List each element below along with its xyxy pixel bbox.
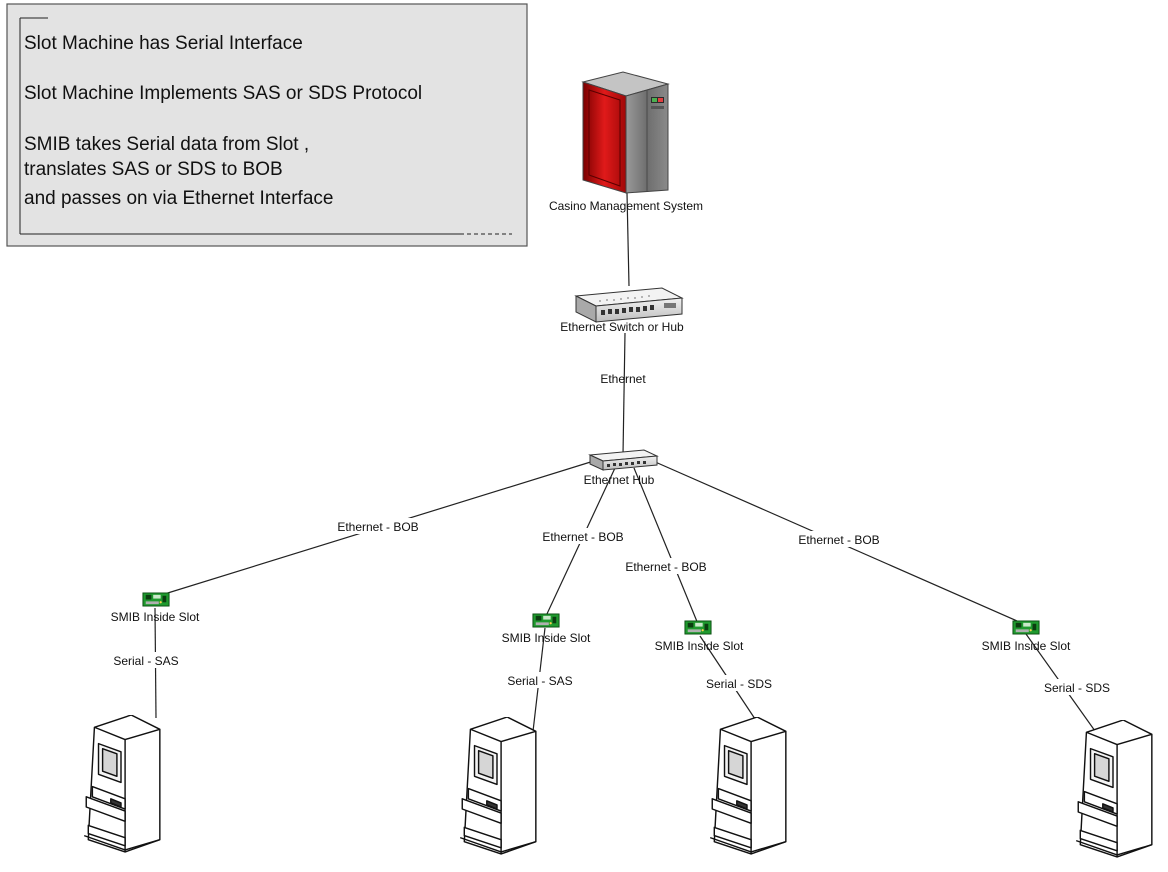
smib-board-icon-2	[532, 613, 560, 628]
note-line-3: SMIB takes Serial data from Slot ,	[24, 134, 309, 155]
branch-1-link-label: Ethernet - BOB	[337, 520, 418, 534]
branch-4-link-label: Ethernet - BOB	[798, 533, 879, 547]
smib-board-icon-3	[684, 620, 712, 635]
link-hub-smib-3	[633, 467, 699, 625]
smib-3-label: SMIB Inside Slot	[655, 639, 744, 653]
link-server-switch	[626, 192, 630, 287]
slot-machine-icon-4	[1075, 720, 1153, 858]
note-line-2: Slot Machine Implements SAS or SDS Proto…	[24, 83, 422, 104]
slot-machine-icon-2	[459, 717, 537, 855]
branch-2-link-label: Ethernet - BOB	[542, 530, 623, 544]
slot-machine-icon-1	[83, 715, 161, 853]
note-line-1: Slot Machine has Serial Interface	[24, 33, 303, 54]
serial-3-label: Serial - SDS	[706, 677, 772, 691]
branch-link-labels: Ethernet - BOB Ethernet - BOB Ethernet -…	[331, 518, 886, 574]
serial-4-label: Serial - SDS	[1044, 681, 1110, 695]
note-line-5: and passes on via Ethernet Interface	[24, 188, 333, 209]
serial-1-label: Serial - SAS	[113, 654, 178, 668]
link-switch-hub	[622, 332, 626, 456]
hub-label: Ethernet Hub	[584, 473, 655, 487]
branch-3-link-label: Ethernet - BOB	[625, 560, 706, 574]
smib-board-icon-4	[1012, 620, 1040, 635]
smib-board-icon-1	[142, 592, 170, 607]
switch-icon	[574, 287, 684, 323]
smib-2-label: SMIB Inside Slot	[502, 631, 591, 645]
note-line-4: translates SAS or SDS to BOB	[24, 159, 283, 180]
note-box: Slot Machine has Serial Interface Slot M…	[6, 3, 528, 247]
server-label: Casino Management System	[549, 199, 703, 213]
backbone-link-label: Ethernet	[600, 372, 646, 386]
hub-icon	[588, 449, 659, 471]
slot-machine-icon-3	[709, 717, 787, 855]
smib-1-label: SMIB Inside Slot	[111, 610, 200, 624]
connection-lines	[154, 192, 1106, 746]
serial-2-label: Serial - SAS	[507, 674, 572, 688]
serial-link-labels: Serial - SAS Serial - SAS Serial - SDS S…	[106, 652, 1118, 695]
switch-label: Ethernet Switch or Hub	[560, 320, 684, 334]
server-icon	[581, 71, 670, 194]
smib-4-label: SMIB Inside Slot	[982, 639, 1071, 653]
